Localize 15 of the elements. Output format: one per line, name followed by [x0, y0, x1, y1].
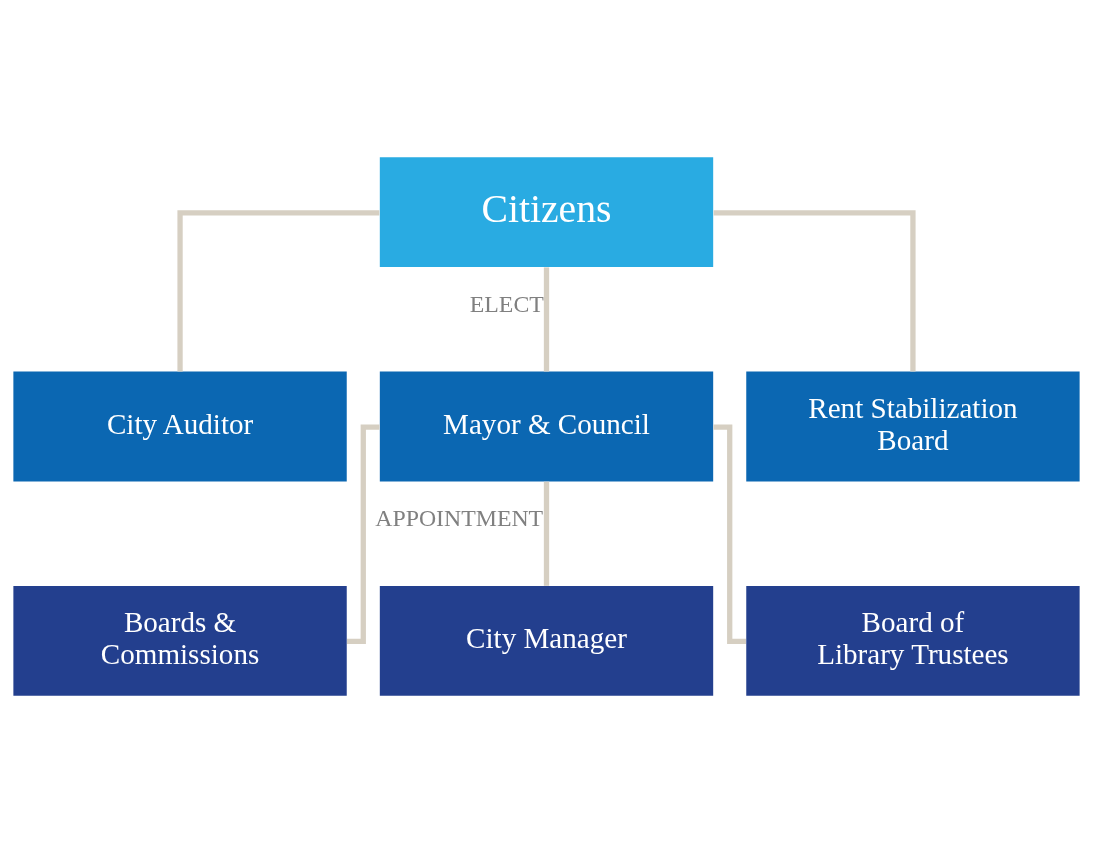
- node-box: Boards & Commissions: [13, 585, 347, 696]
- node-box: City Manager: [379, 585, 714, 696]
- edge-label: ELECT: [469, 290, 544, 317]
- node-box: Board of Library Trustees: [746, 585, 1080, 696]
- connector: [713, 209, 916, 371]
- edge-label: APPOINTMENT: [375, 504, 544, 531]
- connector: [543, 481, 550, 586]
- node-box: Citizens: [379, 156, 714, 267]
- connector: [347, 424, 380, 644]
- node-box: Mayor & Council: [379, 371, 714, 481]
- connector: [543, 266, 550, 371]
- connector: [177, 209, 380, 371]
- node-box: City Auditor: [13, 371, 347, 481]
- node-box: Rent Stabilization Board: [746, 371, 1080, 481]
- connector: [713, 424, 746, 644]
